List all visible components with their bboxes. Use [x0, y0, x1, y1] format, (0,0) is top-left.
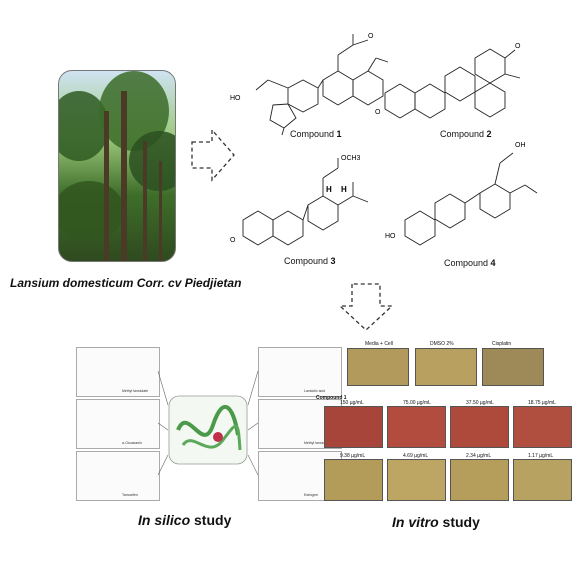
vitro-top-label-2: DMSO 2%	[430, 341, 454, 347]
vitro-image-r1-2	[387, 406, 446, 448]
compound-2-caption: Compound 2	[440, 129, 492, 139]
compound-2-structure: O O	[375, 43, 521, 119]
compound-4-caption: Compound 4	[444, 258, 496, 268]
vitro-image-r1-4	[513, 406, 572, 448]
silico-ligand-left-2	[76, 399, 160, 449]
vitro-image-r1-1	[324, 406, 383, 448]
silico-ligand-left-3	[76, 451, 160, 501]
vitro-conc-r1-1: 150 µg/mL	[340, 400, 364, 406]
arrow-down-icon	[338, 283, 394, 331]
silico-label-right-1: Lansiolic acid	[304, 389, 326, 393]
vitro-image-r2-1	[324, 459, 383, 501]
c3-o-label: O	[230, 237, 236, 244]
compound-1-caption: Compound 1	[290, 129, 342, 139]
vitro-conc-r2-3: 2.34 µg/mL	[466, 453, 492, 459]
silico-label-left-1: Methyl lansiolate	[122, 389, 149, 393]
compound-4-structure: OH HO	[385, 142, 538, 246]
c3-h-label-1: H	[326, 185, 332, 194]
c4-oh-label: OH	[515, 142, 526, 149]
silico-connector-lines	[157, 370, 259, 476]
in-silico-panel: Methyl lansiolate α-Oxoaxanin Tamoxifen …	[72, 345, 344, 505]
c1-o-label-top: O	[368, 33, 374, 40]
silico-ligand-right-1	[258, 347, 342, 397]
c4-ho-label: HO	[385, 233, 396, 240]
vitro-conc-r2-4: 1.17 µg/mL	[528, 453, 554, 459]
vitro-conc-r2-1: 9.38 µg/mL	[340, 453, 366, 459]
vitro-conc-r1-2: 75.00 µg/mL	[403, 400, 431, 406]
vitro-compound-label: Compound 1	[316, 395, 347, 401]
c3-h-label-2: H	[341, 185, 347, 194]
c2-o-label-left: O	[375, 109, 381, 116]
arrow-right-icon	[191, 128, 235, 182]
vitro-image-control	[347, 348, 409, 386]
vitro-image-r2-3	[450, 459, 509, 501]
vitro-conc-r1-3: 37.50 µg/mL	[466, 400, 494, 406]
vitro-image-r1-3	[450, 406, 509, 448]
compound-3-structure: OCH3 O H H	[230, 155, 369, 246]
in-vitro-caption: In vitro study	[392, 514, 480, 530]
c1-ho-label: HO	[230, 95, 241, 102]
plant-photo	[58, 70, 176, 262]
vitro-top-label-1: Media + Cell	[365, 341, 393, 347]
vitro-conc-r1-4: 18.75 µg/mL	[528, 400, 556, 406]
compound-1-structure: HO O	[230, 33, 389, 136]
protein-structure-image	[168, 395, 248, 465]
silico-label-left-3: Tamoxifen	[122, 493, 138, 497]
vitro-image-r2-4	[513, 459, 572, 501]
vitro-image-cisplatin	[482, 348, 544, 386]
vitro-conc-r2-2: 4.69 µg/mL	[403, 453, 429, 459]
vitro-top-label-3: Cisplatin	[492, 341, 512, 347]
silico-ligand-left-1	[76, 347, 160, 397]
vitro-image-dmso	[415, 348, 477, 386]
silico-label-left-2: α-Oxoaxanin	[122, 441, 142, 445]
compound-3-caption: Compound 3	[284, 256, 336, 266]
silico-label-right-2: Methyl lansiolic acid	[304, 441, 336, 445]
c2-o-label-right: O	[515, 43, 521, 50]
vitro-image-r2-2	[387, 459, 446, 501]
silico-label-right-3: Estrogen	[304, 493, 319, 497]
c3-och3-label: OCH3	[341, 155, 361, 162]
in-silico-caption: In silico study	[138, 512, 232, 528]
species-label: Lansium domesticum Corr. cv Piedjietan	[10, 276, 242, 290]
